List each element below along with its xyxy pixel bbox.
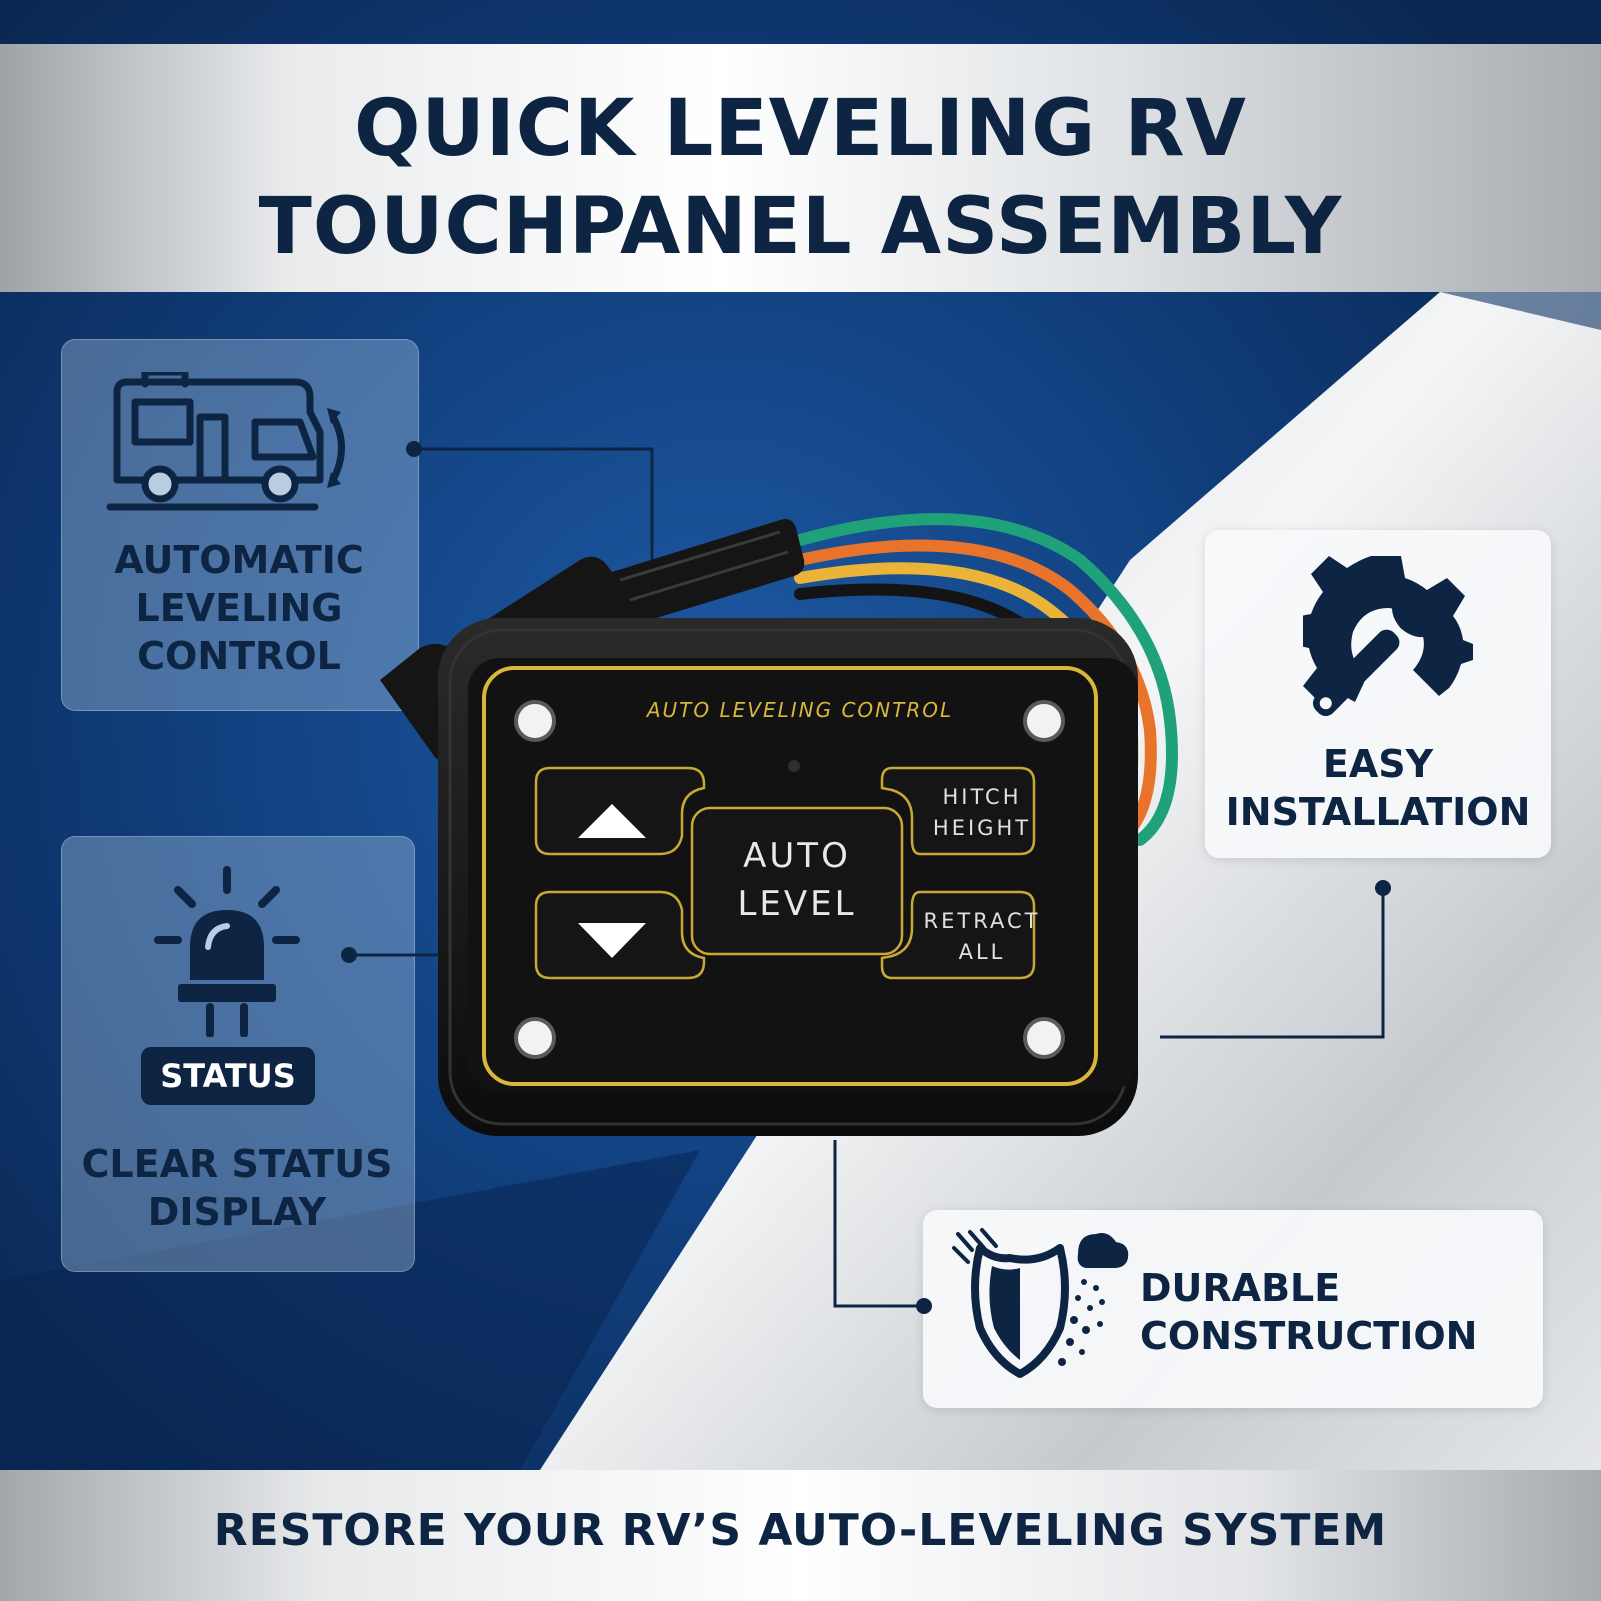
- retract-line-2: ALL: [958, 940, 1006, 964]
- status-line-2: DISPLAY: [147, 1190, 327, 1234]
- shield-weather-icon: [952, 1228, 1129, 1378]
- feature-card-durable-construction: [923, 1210, 1543, 1408]
- touch-panel: [438, 618, 1138, 1136]
- connector-dot-durable: [916, 1298, 932, 1314]
- connector-dot-easy-installation: [1375, 880, 1391, 896]
- easy-install-line-2: INSTALLATION: [1225, 790, 1531, 834]
- durable-line-2: CONSTRUCTION: [1140, 1314, 1478, 1358]
- connector-dot-status: [341, 947, 357, 963]
- easy-install-line-1: EASY: [1322, 742, 1434, 786]
- rv-leveling-icon: [106, 372, 345, 511]
- feature-label-easy-installation: EASY INSTALLATION: [1205, 740, 1551, 836]
- down-arrow-button[interactable]: [536, 892, 704, 978]
- panel-header-label: AUTO LEVELING CONTROL: [646, 698, 954, 722]
- footer-tagline: RESTORE YOUR RV’S AUTO-LEVELING SYSTEM: [213, 1505, 1388, 1556]
- gear-wrench-icon: [1303, 556, 1473, 717]
- auto-level-line-1: AUTO: [743, 836, 851, 876]
- feature-label-auto-leveling: AUTOMATIC LEVELING CONTROL: [61, 536, 417, 680]
- auto-leveling-line-2: LEVELING: [135, 586, 343, 630]
- title-band: [0, 44, 1601, 292]
- auto-level-button[interactable]: AUTO LEVEL: [692, 808, 902, 954]
- beacon-light-icon: [154, 866, 300, 1037]
- title-line-1: QUICK LEVELING RV: [354, 84, 1247, 174]
- status-line-1: CLEAR STATUS: [81, 1142, 393, 1186]
- hitch-height-button[interactable]: HITCH HEIGHT: [912, 768, 1052, 854]
- retract-all-button[interactable]: RETRACT ALL: [912, 892, 1052, 978]
- title-line-2: TOUCHPANEL ASSEMBLY: [258, 182, 1343, 272]
- up-arrow-button[interactable]: [536, 768, 704, 854]
- auto-leveling-line-1: AUTOMATIC: [114, 538, 364, 582]
- page-title: QUICK LEVELING RV TOUCHPANEL ASSEMBLY: [0, 80, 1601, 276]
- durable-line-1: DURABLE: [1140, 1266, 1341, 1310]
- auto-leveling-line-3: CONTROL: [137, 634, 341, 678]
- feature-label-status: CLEAR STATUS DISPLAY: [61, 1140, 413, 1236]
- connector-dot-auto-leveling: [406, 441, 422, 457]
- retract-line-1: RETRACT: [923, 909, 1041, 933]
- auto-level-line-2: LEVEL: [737, 884, 857, 924]
- hitch-line-2: HEIGHT: [932, 816, 1032, 840]
- feature-label-durable-construction: DURABLE CONSTRUCTION: [1140, 1264, 1520, 1360]
- status-badge: STATUS: [141, 1047, 315, 1105]
- hitch-line-1: HITCH: [942, 785, 1022, 809]
- feature-card-auto-leveling: [61, 339, 419, 711]
- footer-band: [0, 1470, 1601, 1601]
